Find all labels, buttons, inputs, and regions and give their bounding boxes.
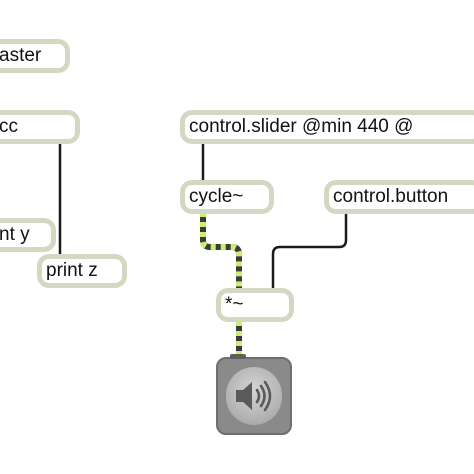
inlet-port[interactable] bbox=[235, 288, 251, 293]
object-multiply-label: *~ bbox=[225, 294, 244, 315]
inlet-port[interactable] bbox=[339, 180, 355, 185]
speaker-icon bbox=[226, 367, 282, 425]
object-control-slider-label: control.slider @min 440 @ bbox=[189, 116, 414, 137]
cord-button-to-mult[interactable] bbox=[271, 212, 348, 289]
object-master-label: aster bbox=[0, 45, 42, 66]
outlet-port[interactable] bbox=[339, 209, 355, 214]
inlet-port[interactable] bbox=[230, 354, 246, 359]
object-control-button-label: control.button bbox=[333, 186, 449, 207]
object-print-y[interactable]: nt y bbox=[0, 218, 56, 252]
inlet-port[interactable] bbox=[195, 110, 211, 115]
object-dac-speaker[interactable] bbox=[216, 354, 292, 435]
inlet-port[interactable] bbox=[195, 180, 211, 185]
outlet-port[interactable] bbox=[54, 139, 70, 144]
outlet-port[interactable] bbox=[15, 68, 31, 73]
object-control-slider[interactable]: control.slider @min 440 @ bbox=[180, 110, 474, 144]
object-cc[interactable]: cc bbox=[0, 110, 80, 144]
object-master[interactable]: aster bbox=[0, 39, 70, 73]
cord-cycle-to-mult-dash bbox=[200, 212, 242, 289]
outlet-port[interactable] bbox=[195, 209, 211, 214]
cord-cycle-to-mult[interactable] bbox=[200, 212, 242, 289]
object-cycle-label: cycle~ bbox=[189, 186, 244, 207]
outlet-port[interactable] bbox=[235, 317, 251, 322]
inlet-port[interactable] bbox=[250, 180, 266, 185]
object-print-z-label: print z bbox=[46, 260, 98, 281]
object-multiply-signal[interactable]: *~ bbox=[216, 288, 294, 322]
object-control-button[interactable]: control.button bbox=[324, 180, 474, 214]
object-cc-label: cc bbox=[0, 116, 18, 137]
outlet-port[interactable] bbox=[195, 139, 211, 144]
object-print-y-label: nt y bbox=[0, 224, 30, 245]
object-print-z[interactable]: print z bbox=[37, 254, 127, 288]
inlet-port[interactable] bbox=[270, 288, 286, 293]
object-cycle[interactable]: cycle~ bbox=[180, 180, 274, 214]
inlet-port[interactable] bbox=[54, 254, 70, 259]
